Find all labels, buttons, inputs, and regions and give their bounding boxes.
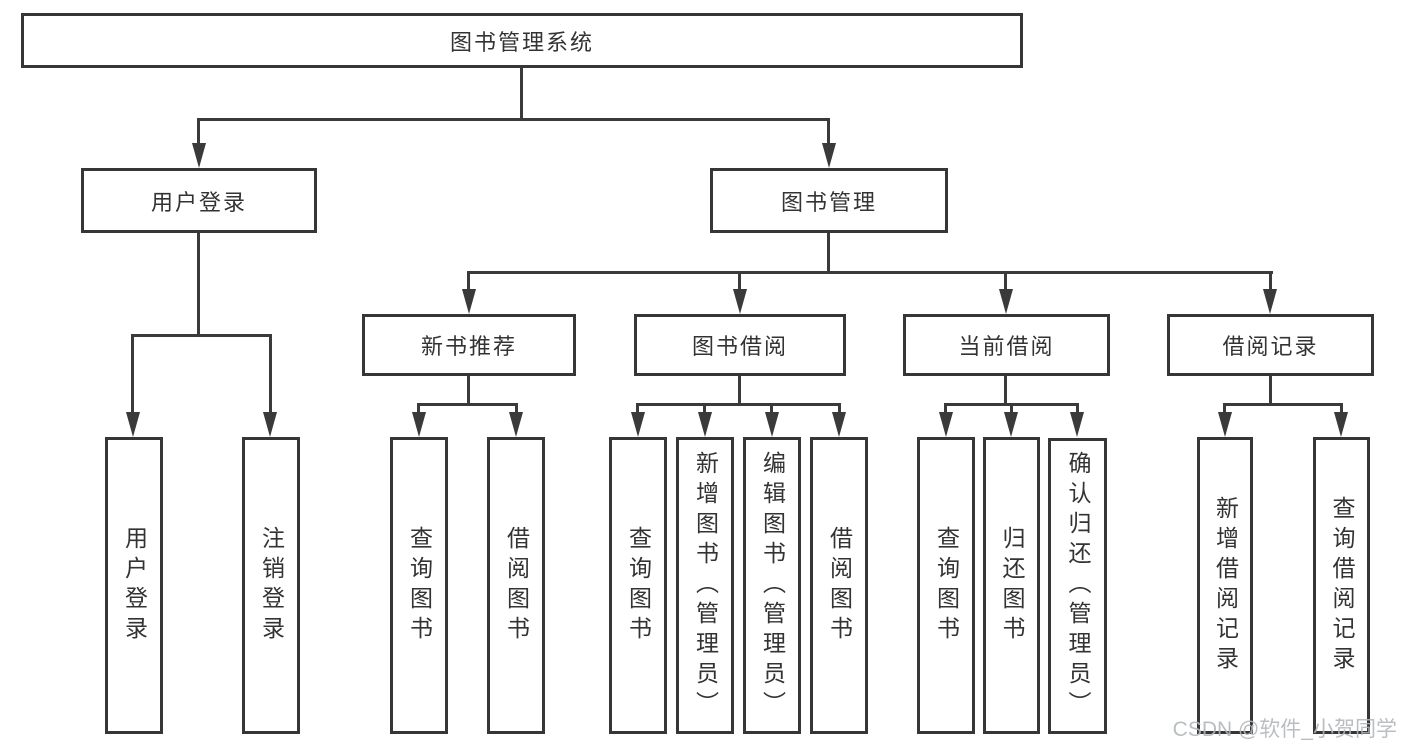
leaf-query-books-borrow: 查询图书 xyxy=(609,437,667,734)
connector-line xyxy=(1223,403,1343,406)
arrow-down-icon xyxy=(1334,412,1348,437)
connector-line xyxy=(738,271,741,291)
leaf-query-books-current: 查询图书 xyxy=(917,437,975,734)
node-new-book-recommend: 新书推荐 xyxy=(362,314,576,376)
leaf-query-borrow-record-label: 查询借阅记录 xyxy=(1329,495,1355,676)
leaf-query-borrow-record: 查询借阅记录 xyxy=(1313,437,1370,734)
connector-line xyxy=(1004,376,1007,406)
connector-line xyxy=(827,118,830,146)
arrow-down-icon xyxy=(733,289,747,314)
arrow-down-icon xyxy=(192,143,206,168)
connector-line xyxy=(1340,403,1343,415)
connector-line xyxy=(838,403,841,415)
node-book-system: 图书管理系统 xyxy=(21,13,1023,68)
connector-line xyxy=(1269,271,1272,291)
connector-line xyxy=(131,334,272,337)
arrow-down-icon xyxy=(1070,412,1084,437)
node-book-management-label: 图书管理 xyxy=(780,189,877,215)
arrow-down-icon xyxy=(822,143,836,168)
connector-line xyxy=(520,68,523,121)
arrow-down-icon xyxy=(939,412,953,437)
leaf-borrow-books-label: 借阅图书 xyxy=(826,525,853,646)
connector-line xyxy=(197,118,830,121)
leaf-confirm-return-admin-label: 确认归还（管理员） xyxy=(1065,451,1091,721)
leaf-query-books-recommend-label: 查询图书 xyxy=(406,525,433,646)
connector-line xyxy=(1076,403,1079,415)
node-book-borrow-label: 图书借阅 xyxy=(691,334,788,359)
arrow-down-icon xyxy=(462,289,476,314)
connector-line xyxy=(1010,403,1013,415)
arrow-down-icon xyxy=(765,412,779,437)
connector-line xyxy=(467,271,470,291)
leaf-query-books-recommend: 查询图书 xyxy=(390,437,448,734)
node-current-borrow-label: 当前借阅 xyxy=(958,334,1055,359)
leaf-borrow-books-recommend: 借阅图书 xyxy=(487,437,545,734)
leaf-logout-label: 注销登录 xyxy=(258,525,285,646)
connector-line xyxy=(417,403,420,415)
connector-line xyxy=(1269,376,1272,406)
leaf-logout: 注销登录 xyxy=(242,437,300,734)
node-borrow-records-label: 借阅记录 xyxy=(1222,334,1319,359)
node-user-login: 用户登录 xyxy=(81,168,317,233)
connector-line xyxy=(197,118,200,146)
connector-line xyxy=(703,403,706,415)
connector-line xyxy=(636,403,639,415)
leaf-borrow-books: 借阅图书 xyxy=(810,437,868,734)
leaf-borrow-books-recommend-label: 借阅图书 xyxy=(503,525,530,646)
connector-line xyxy=(467,376,470,406)
node-book-borrow: 图书借阅 xyxy=(634,314,846,376)
arrow-down-icon xyxy=(509,412,523,437)
leaf-query-books-borrow-label: 查询图书 xyxy=(625,525,652,646)
arrow-down-icon xyxy=(263,412,277,437)
connector-line xyxy=(515,403,518,415)
connector-line xyxy=(827,233,830,274)
leaf-user-login: 用户登录 xyxy=(105,437,163,734)
connector-line xyxy=(770,403,773,415)
connector-line xyxy=(417,403,518,406)
leaf-confirm-return-admin: 确认归还（管理员） xyxy=(1048,438,1107,734)
arrow-down-icon xyxy=(1218,412,1232,437)
connector-line xyxy=(197,233,200,337)
leaf-query-books-current-label: 查询图书 xyxy=(933,525,960,646)
connector-line xyxy=(1004,271,1007,291)
leaf-return-books-label: 归还图书 xyxy=(999,525,1025,646)
leaf-edit-books-admin-label: 编辑图书（管理员） xyxy=(759,450,786,721)
node-current-borrow: 当前借阅 xyxy=(903,314,1110,376)
node-book-system-label: 图书管理系统 xyxy=(449,29,594,55)
arrow-down-icon xyxy=(631,412,645,437)
connector-line xyxy=(944,403,947,415)
csdn-watermark: CSDN @软件_小贺同学 xyxy=(1172,718,1397,741)
arrow-down-icon xyxy=(126,412,140,437)
leaf-return-books: 归还图书 xyxy=(983,437,1040,734)
connector-line xyxy=(1223,403,1226,415)
arrow-down-icon xyxy=(698,412,712,437)
arrow-down-icon xyxy=(999,289,1013,314)
leaf-add-books-admin: 新增图书（管理员） xyxy=(676,437,734,734)
connector-line xyxy=(269,334,272,414)
leaf-add-borrow-record-label: 新增借阅记录 xyxy=(1212,495,1239,676)
connector-line xyxy=(738,376,741,406)
leaf-add-books-admin-label: 新增图书（管理员） xyxy=(692,450,719,721)
arrow-down-icon xyxy=(412,412,426,437)
arrow-down-icon xyxy=(1004,412,1018,437)
leaf-edit-books-admin: 编辑图书（管理员） xyxy=(743,437,801,734)
connector-line xyxy=(467,271,1273,274)
connector-line xyxy=(636,403,841,406)
node-borrow-records: 借阅记录 xyxy=(1167,314,1374,376)
node-book-management: 图书管理 xyxy=(710,168,948,233)
arrow-down-icon xyxy=(1263,289,1277,314)
connector-line xyxy=(131,334,134,414)
leaf-add-borrow-record: 新增借阅记录 xyxy=(1197,437,1253,734)
arrow-down-icon xyxy=(832,412,846,437)
node-new-book-recommend-label: 新书推荐 xyxy=(420,334,517,359)
leaf-user-login-label: 用户登录 xyxy=(121,525,148,646)
node-user-login-label: 用户登录 xyxy=(150,189,247,215)
